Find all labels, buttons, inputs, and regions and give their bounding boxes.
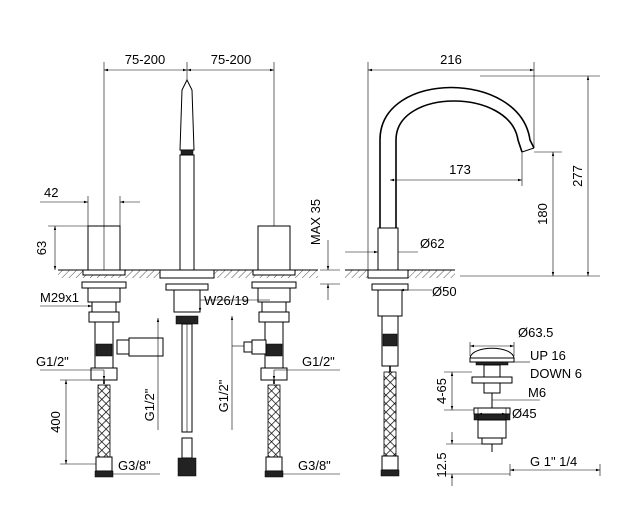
label-spout-height-inner: 180 bbox=[535, 203, 550, 225]
label-handle-width: 42 bbox=[44, 185, 58, 200]
label-hose-length: 400 bbox=[48, 411, 63, 433]
label-waste-thread: M6 bbox=[528, 385, 546, 400]
left-braided-hose bbox=[97, 384, 111, 458]
label-spacing-right: 75-200 bbox=[211, 52, 251, 67]
label-waste-range: 4-65 bbox=[434, 378, 449, 404]
label-inlet-right: G1/2" bbox=[302, 354, 335, 369]
label-inlet-left: G1/2" bbox=[36, 354, 69, 369]
label-spacing-left: 75-200 bbox=[125, 52, 165, 67]
label-waste-down: DOWN 6 bbox=[530, 366, 582, 381]
popup-waste bbox=[469, 347, 515, 452]
dimension-lines bbox=[40, 62, 601, 486]
middle-spout-tip bbox=[179, 78, 195, 151]
label-handle-height: 63 bbox=[34, 241, 49, 255]
right-braided-hose bbox=[267, 384, 281, 458]
label-hose-left-pipe: G1/2" bbox=[142, 388, 157, 421]
label-spout-height-outer: 277 bbox=[570, 165, 585, 187]
left-valve-label-plate bbox=[95, 343, 113, 357]
label-hose-middle-pipe: G1/2" bbox=[216, 379, 231, 412]
label-spout-base-dia: Ø62 bbox=[420, 236, 445, 251]
right-handle-assembly bbox=[243, 225, 297, 478]
left-side-outlet bbox=[128, 337, 164, 357]
label-spout-nut-dia: Ø50 bbox=[432, 284, 457, 299]
left-handle-assembly bbox=[81, 225, 164, 478]
label-waste-top-dia: Ø63.5 bbox=[518, 325, 553, 340]
label-outlet-left: G3/8" bbox=[118, 458, 151, 473]
dimension-labels: 75-200 75-200 42 63 M29x1 W26/19 G1/2" G… bbox=[34, 52, 585, 478]
label-spout-reach: 216 bbox=[440, 52, 462, 67]
label-max-deck: MAX 35 bbox=[308, 199, 323, 245]
label-thread-body: M29x1 bbox=[40, 290, 79, 305]
side-spout-base bbox=[377, 227, 399, 271]
side-view-spout bbox=[367, 86, 535, 477]
waste-cap bbox=[469, 347, 515, 359]
label-waste-body-dia: Ø45 bbox=[512, 406, 537, 421]
label-outlet-right: G3/8" bbox=[298, 458, 331, 473]
right-handle bbox=[257, 225, 291, 271]
middle-spout-assembly bbox=[159, 78, 215, 477]
label-thread-nut: W26/19 bbox=[204, 293, 249, 308]
label-spout-inner-reach: 173 bbox=[449, 162, 471, 177]
label-waste-bottom: 12.5 bbox=[434, 452, 449, 477]
label-waste-outlet: G 1" 1/4 bbox=[530, 454, 577, 469]
waste-body bbox=[477, 419, 507, 439]
label-waste-up: UP 16 bbox=[530, 348, 566, 363]
side-braided-hose bbox=[383, 371, 397, 457]
